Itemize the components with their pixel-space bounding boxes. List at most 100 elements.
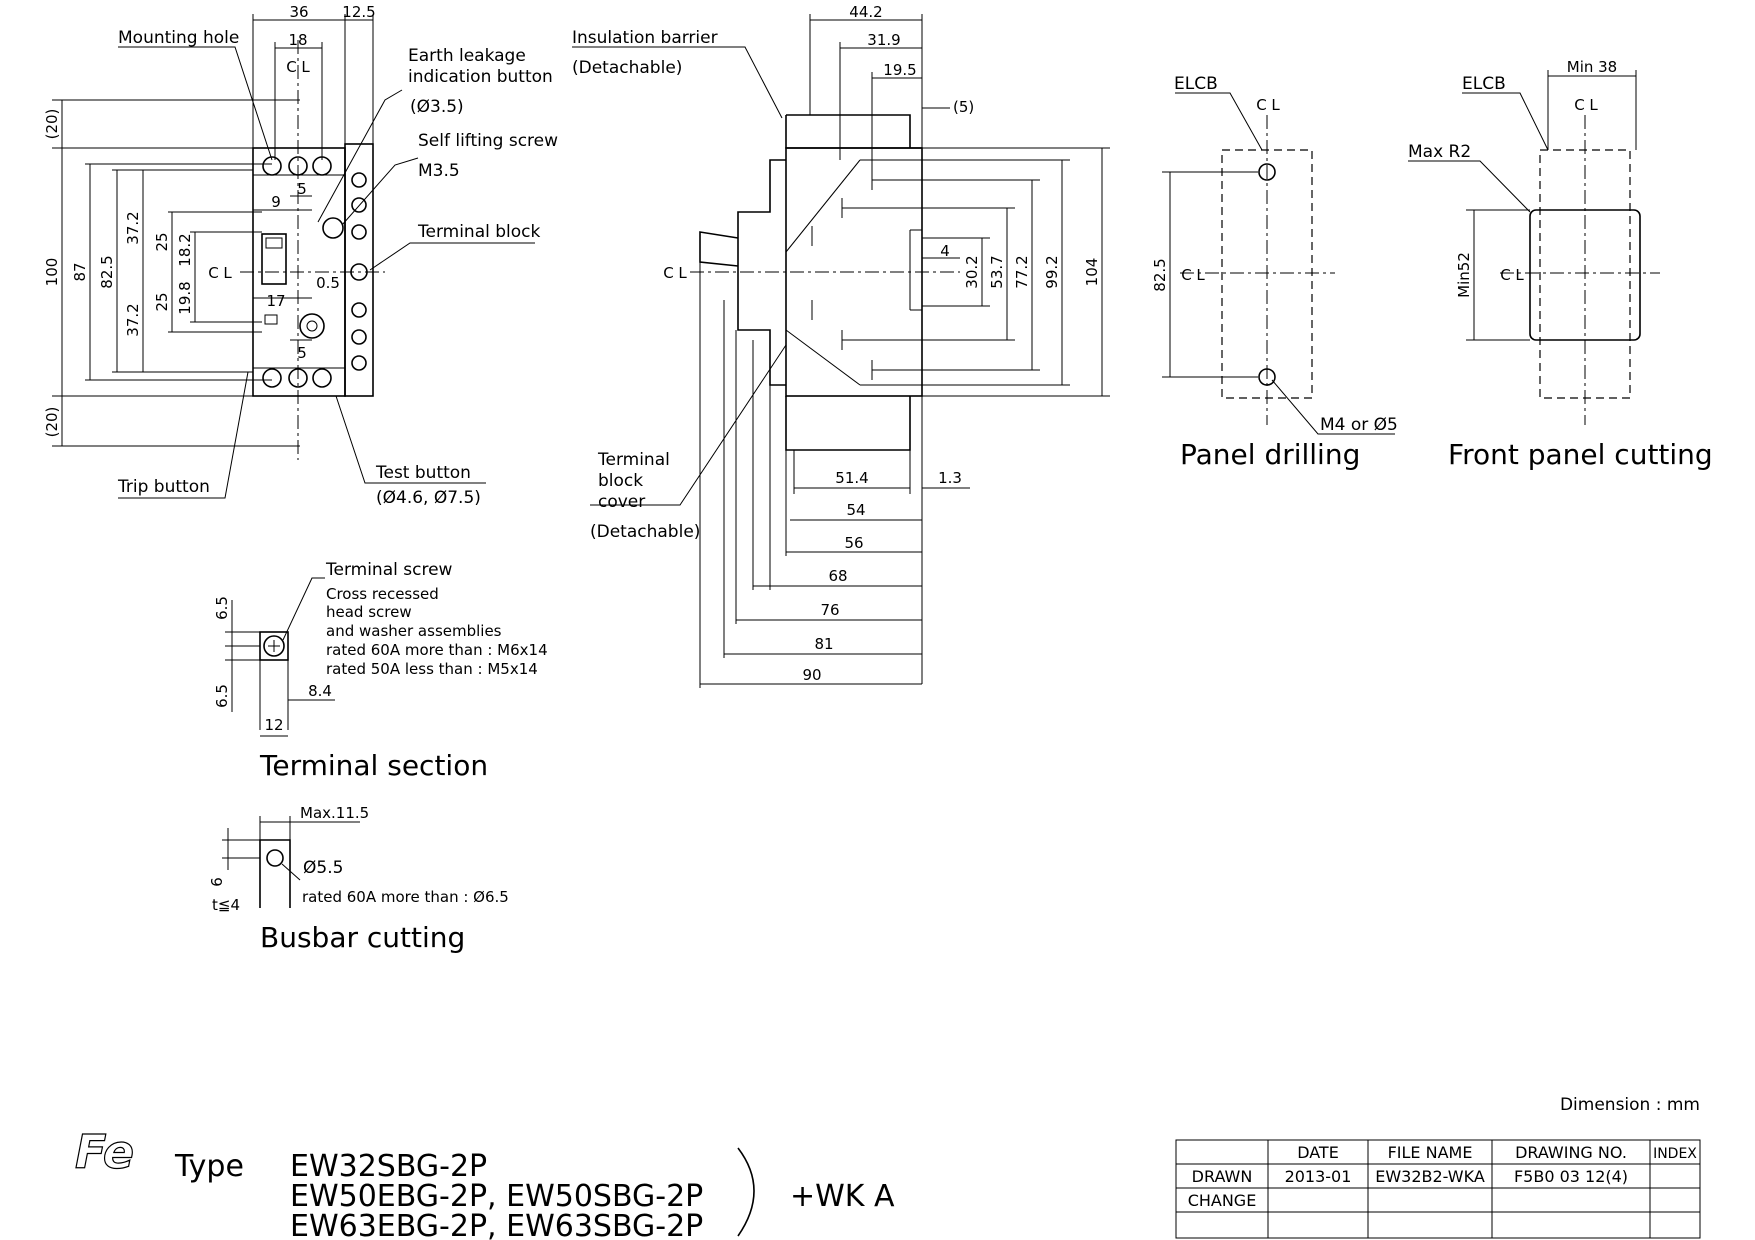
leader-line — [590, 344, 787, 506]
title-terminal-section: Terminal section — [259, 749, 488, 782]
label-insulation-detachable: (Detachable) — [572, 58, 682, 78]
terminal-screw-icon — [312, 368, 332, 388]
leader-line — [341, 157, 419, 226]
dim-9: 9 — [271, 193, 281, 211]
dim-77-2: 77.2 — [1013, 255, 1031, 288]
terminal-section-view: 6.5 6.5 8.4 12 Terminal screw Cross rece… — [213, 560, 548, 782]
leader-line — [369, 242, 535, 271]
dim-19-5: 19.5 — [883, 61, 916, 79]
label-rated-50a: rated 50A less than : M5x14 — [326, 660, 538, 678]
terminal-cover — [785, 396, 911, 451]
label-insulation-barrier: Insulation barrier — [572, 28, 718, 48]
dim-44-2: 44.2 — [849, 3, 882, 21]
dim-thickness: t≦4 — [212, 896, 240, 914]
leader-line — [1462, 92, 1549, 151]
dim-31-9: 31.9 — [867, 31, 900, 49]
dim-82-5: 82.5 — [98, 255, 116, 288]
handle-detail — [265, 237, 283, 249]
dim-56: 56 — [844, 534, 863, 552]
title-busbar-cutting: Busbar cutting — [260, 921, 465, 954]
dim-17: 17 — [266, 292, 285, 310]
center-line-mark: C L — [663, 264, 687, 282]
label-self-lifting: Self lifting screw — [418, 131, 558, 151]
dim-90: 90 — [802, 666, 821, 684]
label-head-screw: head screw — [326, 603, 412, 621]
fuji-logo-icon: Fe — [75, 1125, 134, 1179]
dim-76: 76 — [820, 601, 839, 619]
label-elcb: ELCB — [1174, 74, 1218, 94]
side-view: C L 44.2 31.9 19.5 (5) 4 30.2 53.7 77. — [572, 3, 1110, 688]
dim-6-5-bottom: 6.5 — [213, 684, 231, 708]
center-line-mark: C L — [208, 264, 232, 282]
label-terminal-screw: Terminal screw — [325, 560, 453, 580]
dim-20-bottom: (20) — [43, 407, 61, 438]
center-line-mark: C L — [1256, 96, 1280, 114]
type-block: Fe Type EW32SBG-2P EW50EBG-2P, EW50SBG-2… — [74, 1124, 895, 1240]
leader-line — [1271, 379, 1395, 435]
type-label: Type — [174, 1149, 244, 1184]
label-max-r2: Max R2 — [1408, 142, 1471, 162]
row-label-change: CHANGE — [1188, 1191, 1257, 1210]
dim-0-5: 0.5 — [316, 274, 340, 292]
label-rated-hole: rated 60A more than : Ø6.5 — [302, 888, 509, 906]
label-block: block — [598, 471, 643, 491]
dim-4: 4 — [940, 242, 950, 260]
label-washer: and washer assemblies — [326, 622, 502, 640]
panel-drilling-view: ELCB C L C L 82.5 M4 or Ø5 Panel drillin… — [1151, 74, 1398, 471]
trip-button-icon — [264, 314, 278, 325]
dim-54: 54 — [846, 501, 865, 519]
dim-6-5-top: 6.5 — [213, 596, 231, 620]
label-trip-button: Trip button — [117, 477, 210, 497]
leader-line — [1175, 92, 1263, 151]
test-button-inner — [306, 320, 318, 332]
dim-25-top: 25 — [153, 232, 171, 251]
front-panel-cutting-view: ELCB Min 38 Max R2 C L C L Min52 Front p… — [1408, 58, 1713, 471]
dimension-unit-note: Dimension : mm — [1560, 1095, 1700, 1115]
busbar-outline — [259, 839, 291, 908]
dim-51-4: 51.4 — [835, 469, 868, 487]
test-button-icon — [299, 313, 325, 339]
title-block: DATE FILE NAME DRAWING NO. INDEX DRAWN 2… — [1175, 1139, 1701, 1239]
label-terminal: Terminal — [597, 450, 670, 470]
dim-12-5: 12.5 — [342, 3, 375, 21]
dim-12: 12 — [264, 716, 283, 734]
dim-1-3: 1.3 — [938, 469, 962, 487]
leader-line — [317, 89, 403, 223]
cell-drawn-file: EW32B2-WKA — [1375, 1167, 1485, 1186]
dim-25-bottom: 25 — [153, 292, 171, 311]
label-mounting-hole: Mounting hole — [118, 28, 239, 48]
label-cover-detachable: (Detachable) — [590, 522, 700, 542]
leader-line — [572, 46, 783, 119]
side-detail — [785, 159, 861, 253]
cell-drawn-drawing-no: F5B0 03 12(4) — [1514, 1167, 1628, 1186]
dim-100: 100 — [43, 258, 61, 287]
terminal-screw-icon — [351, 197, 367, 213]
dim-18: 18 — [288, 31, 307, 49]
dim-37-2-top: 37.2 — [124, 211, 142, 244]
mounting-hole-icon — [1258, 368, 1276, 386]
label-earth-leakage-2: indication button — [408, 67, 553, 87]
cell-drawn-date: 2013-01 — [1285, 1167, 1352, 1186]
type-suffix: +WK A — [790, 1179, 895, 1214]
center-line-mark: C L — [1574, 96, 1598, 114]
leader-line — [335, 395, 486, 484]
leader-line — [282, 577, 325, 641]
terminal-screw-icon — [351, 224, 367, 240]
front-view: 36 12.5 18 5 9 17 0.5 5 C L C L (20) 100… — [43, 3, 558, 508]
dim-5-paren: (5) — [953, 98, 974, 116]
type-line-2: EW50EBG-2P, EW50SBG-2P — [290, 1179, 703, 1214]
busbar-cutting-view: Max.11.5 Ø5.5 rated 60A more than : Ø6.5… — [208, 804, 509, 954]
title-block-frame — [1175, 1139, 1701, 1239]
label-rated-60a: rated 60A more than : M6x14 — [326, 641, 548, 659]
row-label-drawn: DRAWN — [1192, 1167, 1253, 1186]
dim-53-7: 53.7 — [988, 255, 1006, 288]
label-earth-leakage-3: (Ø3.5) — [410, 97, 464, 117]
label-terminal-block: Terminal block — [417, 222, 541, 242]
dim-104: 104 — [1083, 258, 1101, 287]
self-lifting-screw-icon — [322, 217, 344, 239]
type-line-3: EW63EBG-2P, EW63SBG-2P — [290, 1209, 703, 1240]
terminal-screw-icon — [351, 172, 367, 188]
type-line-1: EW32SBG-2P — [290, 1149, 487, 1184]
dim-81: 81 — [814, 635, 833, 653]
insulation-barrier — [786, 114, 911, 148]
